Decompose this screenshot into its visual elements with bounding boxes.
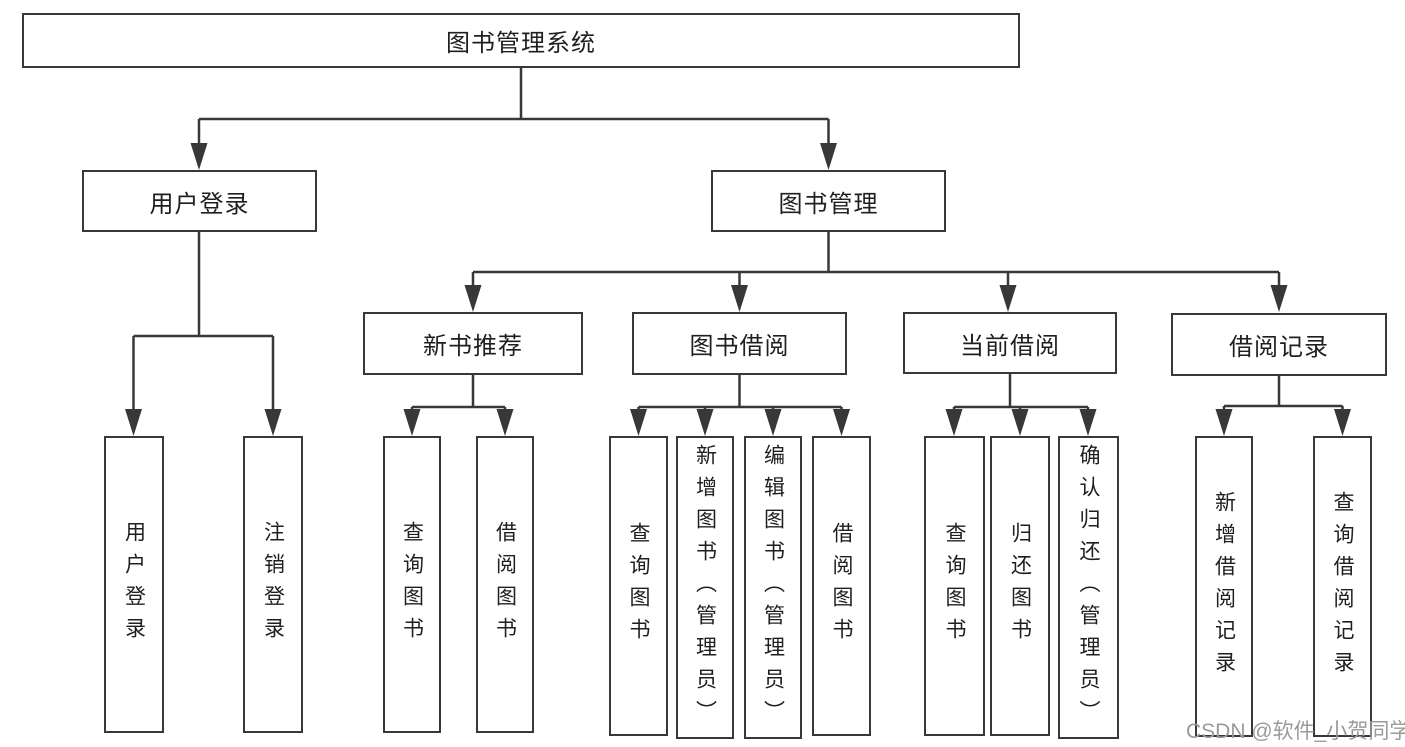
node-leaf-query-borrow-record: 查询借阅记录 (1313, 436, 1372, 737)
leaf-label: 借阅图书 (493, 520, 517, 649)
leaf-label: 注销登录 (261, 520, 285, 649)
node-leaf-return-books: 归还图书 (990, 436, 1050, 736)
node-leaf-add-borrow-record: 新增借阅记录 (1195, 436, 1253, 737)
node-borrowing-records: 借阅记录 (1171, 313, 1387, 376)
node-leaf-confirm-return-admin: 确认归还（管理员） (1058, 436, 1119, 739)
leaf-label: 查询图书 (400, 520, 424, 649)
node-library-management-system: 图书管理系统 (22, 13, 1020, 68)
leaf-label: 查询图书 (627, 522, 650, 650)
leaf-label: 用户登录 (122, 520, 146, 649)
node-new-book-recommendation: 新书推荐 (363, 312, 583, 375)
leaf-label: 确认归还（管理员） (1077, 443, 1100, 732)
node-user-login-branch: 用户登录 (82, 170, 317, 232)
node-book-management-branch: 图书管理 (711, 170, 946, 232)
leaf-label: 新增图书（管理员） (693, 443, 717, 732)
node-leaf-add-books-admin: 新增图书（管理员） (676, 436, 734, 739)
node-leaf-borrow-books-recommend: 借阅图书 (476, 436, 534, 733)
leaf-label: 新增借阅记录 (1212, 490, 1236, 683)
leaf-label: 归还图书 (1008, 522, 1032, 650)
node-leaf-query-books-borrow: 查询图书 (609, 436, 668, 736)
node-book-borrowing: 图书借阅 (632, 312, 847, 375)
node-leaf-query-books-recommend: 查询图书 (383, 436, 441, 733)
node-current-borrowing: 当前借阅 (903, 312, 1117, 374)
node-leaf-borrow-books: 借阅图书 (812, 436, 871, 736)
leaf-label: 编辑图书（管理员） (761, 443, 785, 732)
node-leaf-query-books-current: 查询图书 (924, 436, 985, 736)
leaf-label: 查询借阅记录 (1331, 490, 1354, 683)
node-leaf-edit-books-admin: 编辑图书（管理员） (744, 436, 802, 739)
leaf-label: 查询图书 (943, 522, 966, 650)
watermark: CSDN @软件_小贺同学 (1186, 720, 1405, 743)
node-leaf-logout: 注销登录 (243, 436, 303, 733)
node-leaf-user-login: 用户登录 (104, 436, 164, 733)
leaf-label: 借阅图书 (830, 522, 853, 650)
